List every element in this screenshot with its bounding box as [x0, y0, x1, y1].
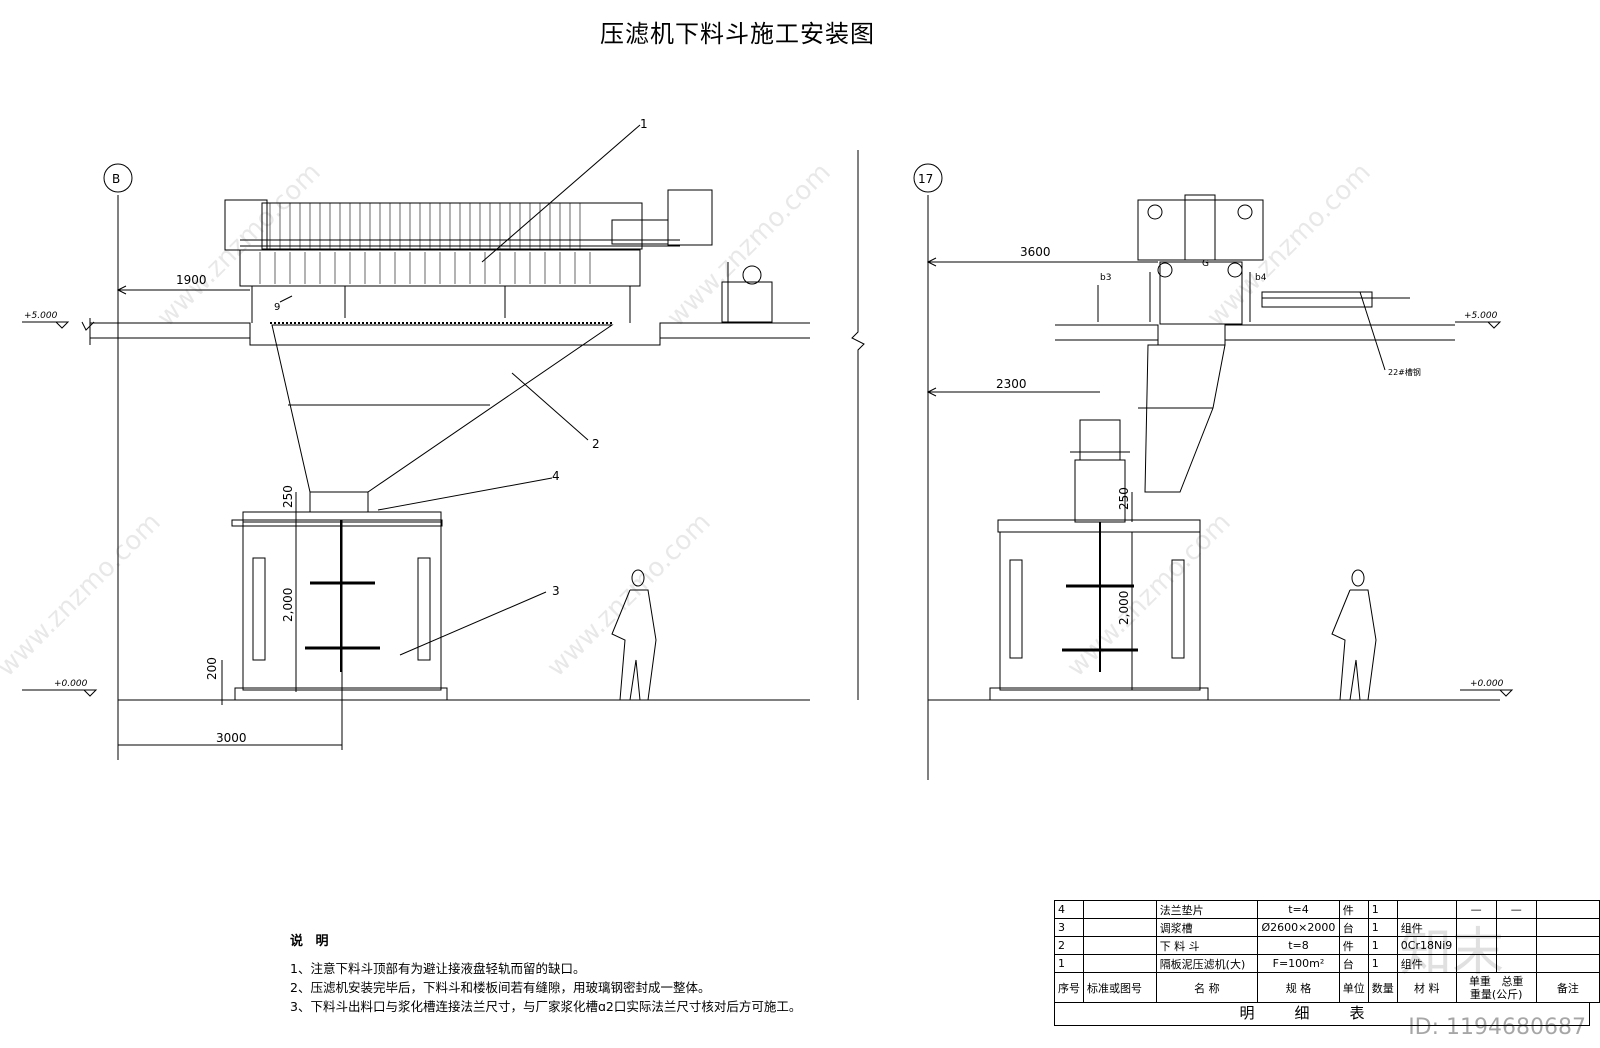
notes-block: 说 明 1、注意下料斗顶部有为避让接液盘轻轨而留的缺口。 2、压滤机安装完毕后，… — [290, 932, 801, 1016]
leader-2 — [511, 372, 589, 441]
elev-top-right: +5.000 — [1464, 311, 1498, 321]
human-figure-right — [1351, 569, 1365, 587]
dim-3000: 3000 — [216, 731, 247, 745]
elev-top-left: +5.000 — [24, 311, 58, 321]
label-b3: b3 — [1100, 273, 1111, 283]
filter-press-end — [1137, 199, 1264, 261]
note-item: 2、压滤机安装完毕后，下料斗和楼板间若有缝隙，用玻璃钢密封成一整体。 — [290, 980, 711, 995]
bom-footer: 明细表 — [1054, 1002, 1590, 1026]
axis-label-17: 17 — [918, 172, 933, 186]
floor-slab-top — [90, 322, 810, 346]
label-beam: 22#槽钢 — [1388, 367, 1421, 377]
drawing-title: 压滤机下料斗施工安装图 — [600, 20, 875, 48]
leader-4 — [399, 591, 547, 656]
filter-press-plates — [261, 202, 643, 250]
callout-9: 9 — [274, 302, 280, 313]
label-g: G — [1202, 259, 1209, 269]
leader-1 — [481, 124, 641, 263]
callout-3: 3 — [552, 584, 560, 598]
floor-slab-top-right — [1055, 324, 1455, 346]
elev-mark-top-right — [1455, 321, 1502, 329]
dim-3600: 3600 — [1020, 245, 1051, 259]
axis-label-b: B — [112, 172, 120, 186]
bom-header-row: 序号标准或图号名 称 规 格单位数量 材 料 单重 总重 重量(公斤) 备注 — [1054, 972, 1600, 1003]
elev-ground-left: +0.000 — [54, 679, 88, 689]
watermark-id: ID: 1194680687 — [1408, 1015, 1586, 1040]
dim-200: 200 — [205, 657, 219, 680]
callout-2: 2 — [592, 437, 600, 451]
notes-heading: 说 明 — [290, 934, 333, 949]
dim-2000-right: 2,000 — [1117, 591, 1131, 625]
hydraulic-unit — [667, 189, 713, 246]
label-b4: b4 — [1255, 273, 1267, 283]
note-item: 1、注意下料斗顶部有为避让接液盘轻轨而留的缺口。 — [290, 961, 586, 976]
dim-250-right: 250 — [1117, 487, 1131, 510]
elev-mark-top-left — [22, 321, 70, 329]
dim-2000: 2,000 — [281, 588, 295, 622]
human-figure-left — [631, 569, 645, 587]
hopper-right — [1144, 344, 1226, 493]
elev-mark-ground-left — [22, 689, 98, 697]
axis-bubble-b — [103, 163, 133, 193]
elev-mark-ground-right — [1460, 689, 1514, 697]
axis-bubble-17 — [913, 163, 943, 193]
elev-ground-right: +0.000 — [1470, 679, 1504, 689]
tank-base-left — [234, 687, 448, 701]
note-item: 3、下料斗出料口与浆化槽连接法兰尺寸，与厂家浆化槽ɑ2口实际法兰尺寸核对后方可施… — [290, 999, 802, 1014]
callout-1: 1 — [640, 117, 648, 131]
tank-base-right — [989, 687, 1209, 701]
dim-250: 250 — [281, 485, 295, 508]
pump-skid — [721, 281, 773, 323]
dim-1900: 1900 — [176, 273, 207, 287]
agitator-drive — [1079, 419, 1121, 461]
dim-2300: 2300 — [996, 377, 1027, 391]
leader-3 — [377, 477, 553, 511]
hopper-left — [271, 324, 614, 493]
callout-4: 4 — [552, 469, 560, 483]
